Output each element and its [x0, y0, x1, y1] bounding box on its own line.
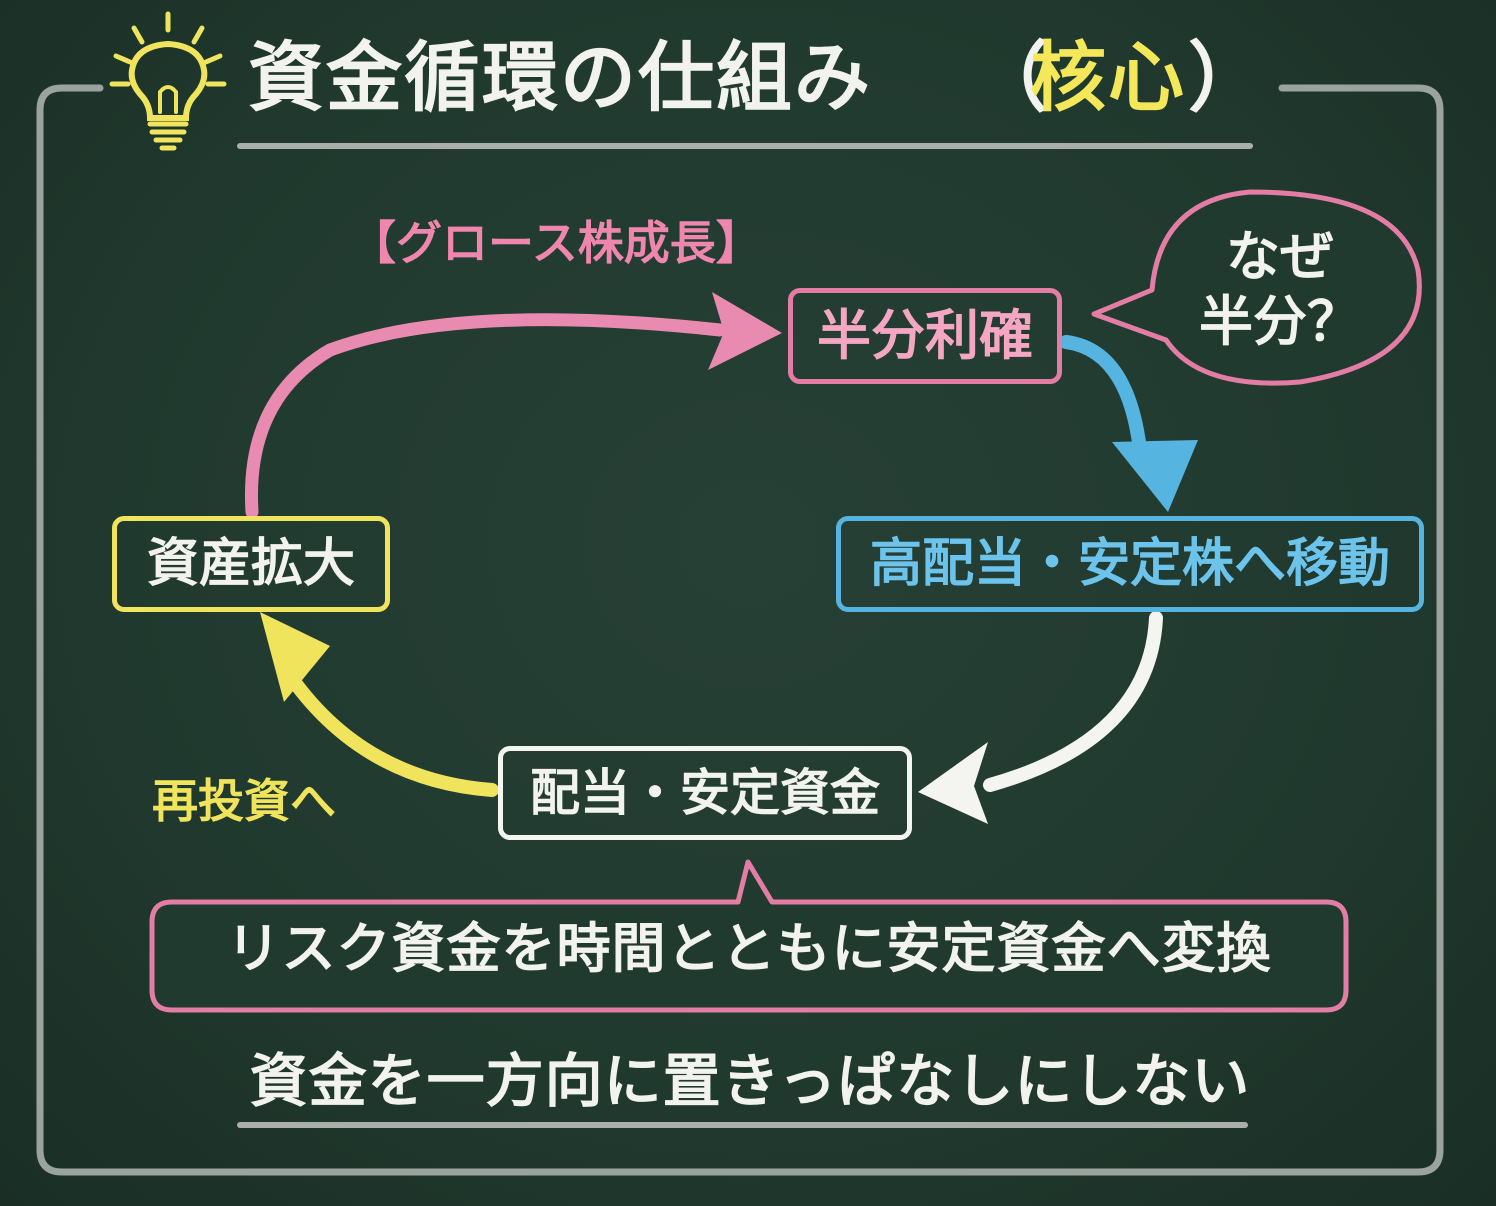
callout-box — [149, 859, 1349, 1013]
why-speech-bubble — [1091, 189, 1422, 386]
arrow-down-icon — [1059, 335, 1198, 512]
arrow-right-icon — [244, 292, 782, 519]
asset-expansion-box: 資産拡大 — [112, 516, 390, 612]
arrow-left-icon — [918, 611, 1163, 824]
page-title: 資金循環の仕組み — [248, 33, 872, 122]
why-bubble-text: なぜ半分？ — [1199, 225, 1361, 353]
callout-text: リスク資金を時間とともに安定資金へ変換 — [226, 917, 1272, 980]
title-close-paren: ） — [1188, 33, 1264, 122]
half-profit-box: 半分利確 — [788, 288, 1062, 384]
arrow-up-icon — [260, 612, 499, 797]
title-accent: 核心 — [1030, 33, 1186, 122]
move-to-stable-box: 高配当・安定株へ移動 — [836, 516, 1424, 612]
footer-text: 資金を一方向に置きっぱなしにしない — [249, 1047, 1251, 1115]
lightbulb-icon — [109, 11, 227, 151]
title-open-paren: （ — [972, 33, 1048, 122]
growth-stock-label: 【グロース株成長】 — [350, 216, 762, 270]
frame-border — [36, 84, 1444, 1176]
reinvest-label: 再投資へ — [152, 774, 336, 828]
dividend-funds-box: 配当・安定資金 — [498, 746, 912, 840]
